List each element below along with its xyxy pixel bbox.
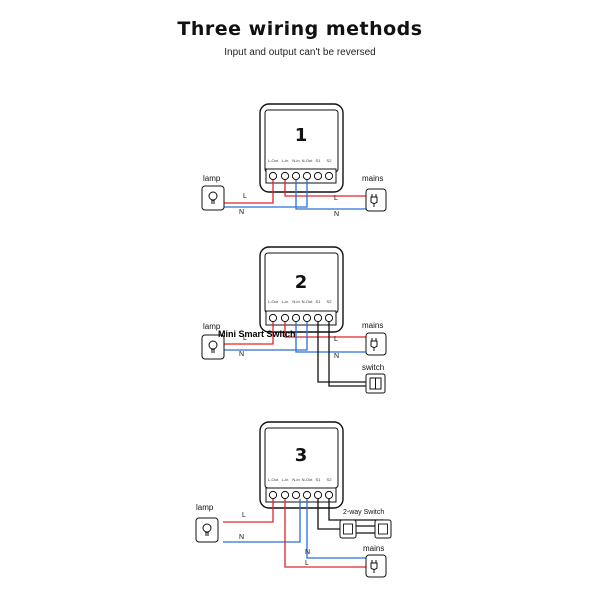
wire-label-N: N — [334, 211, 339, 218]
two-way-switch-icon — [374, 519, 392, 539]
terminal-label: L-in — [282, 158, 289, 163]
terminal-label: N-Out — [302, 299, 314, 304]
terminal-label: L-Out — [268, 477, 279, 482]
lamp-label: lamp — [196, 503, 214, 512]
mains-label: mains — [363, 544, 384, 553]
terminal-label: S2 — [327, 477, 333, 482]
plug-icon — [365, 332, 387, 356]
page-title: Three wiring methods — [177, 18, 423, 40]
wire-label-N: N — [334, 353, 339, 360]
neutral-wire — [223, 180, 308, 208]
diagram-1: 1 L-Out L-in N-in N-Out S1 S2 L N L N la… — [201, 103, 387, 218]
terminal-label: L-Out — [268, 299, 279, 304]
terminal-labels: L-Out L-in N-in N-Out S1 S2 — [268, 477, 332, 482]
terminal-label: S1 — [316, 477, 322, 482]
diagram-number: 1 — [295, 125, 308, 146]
terminal-screws — [268, 490, 334, 500]
mains-label: mains — [362, 174, 383, 183]
terminal-label: N-in — [292, 158, 299, 163]
wire-label-L: L — [242, 512, 246, 519]
lamp-icon — [195, 517, 219, 543]
terminal-labels: L-Out L-in N-in N-Out S1 S2 — [268, 299, 332, 304]
switch-wire — [328, 322, 366, 387]
wire-label-L: L — [305, 560, 309, 567]
neutral-wire — [223, 322, 308, 351]
overlay-caption: Mini Smart Switch — [218, 329, 296, 339]
terminal-labels: L-Out L-in N-in N-Out S1 S2 — [268, 158, 332, 163]
neutral-wire — [223, 499, 301, 543]
live-wire — [223, 499, 274, 523]
live-wire — [223, 180, 274, 204]
terminal-label: L-in — [282, 477, 289, 482]
neutral-wire — [295, 180, 366, 210]
wire-label-L: L — [334, 195, 338, 202]
live-wire — [223, 322, 274, 345]
neutral-wire — [295, 322, 366, 353]
terminal-screws — [268, 171, 334, 181]
wire-label-L: L — [334, 336, 338, 343]
wire-label-N: N — [305, 549, 310, 556]
live-wire — [284, 499, 366, 568]
diagram-3: 3 L-Out L-in N-in N-Out S1 S2 L N N L la… — [195, 421, 392, 578]
two-way-switch-icon — [339, 519, 357, 539]
switch-label: switch — [362, 363, 384, 372]
lamp-label: lamp — [203, 174, 221, 183]
wire-label-N: N — [239, 351, 244, 358]
terminal-label: S2 — [327, 158, 333, 163]
wire-label-L: L — [243, 335, 247, 342]
terminal-screws — [268, 313, 334, 323]
terminal-label: N-in — [292, 299, 299, 304]
plug-icon — [365, 188, 387, 212]
lamp-label: lamp — [203, 322, 221, 331]
terminal-label: N-in — [292, 477, 299, 482]
terminal-label: N-Out — [302, 158, 314, 163]
terminal-label: S1 — [316, 158, 322, 163]
lamp-icon — [201, 185, 225, 211]
switch-wire — [317, 322, 366, 383]
terminal-label: S2 — [327, 299, 333, 304]
terminal-label: N-Out — [302, 477, 314, 482]
switch-wire — [317, 499, 342, 530]
two-way-switch-label: 2-way Switch — [343, 509, 384, 516]
page-subtitle: Input and output can't be reversed — [224, 47, 376, 58]
mains-label: mains — [362, 321, 383, 330]
wire-label-L: L — [243, 193, 247, 200]
lamp-icon — [201, 334, 225, 360]
wire-label-N: N — [239, 209, 244, 216]
terminal-label: L-in — [282, 299, 289, 304]
live-wire — [284, 180, 366, 197]
diagram-number: 3 — [295, 445, 308, 466]
diagram-number: 2 — [295, 272, 308, 293]
diagram-2: 2 L-Out L-in N-in N-Out S1 S2 L N L N la… — [201, 246, 387, 394]
live-wire — [284, 322, 366, 338]
wire-label-N: N — [239, 534, 244, 541]
terminal-label: S1 — [316, 299, 322, 304]
plug-icon — [365, 554, 387, 578]
terminal-label: L-Out — [268, 158, 279, 163]
neutral-wire — [306, 499, 366, 559]
